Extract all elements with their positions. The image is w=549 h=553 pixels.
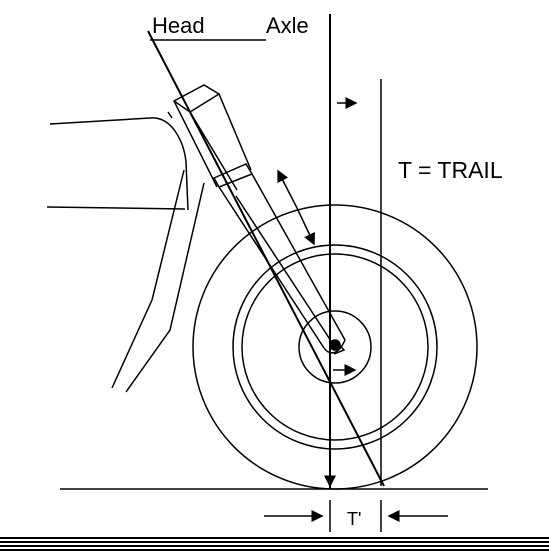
head-label: Head	[152, 13, 205, 38]
front-fork	[172, 84, 346, 354]
bottom-rule-4	[0, 549, 549, 551]
fork-travel-arrow-bottom	[296, 207, 315, 246]
fork-slider-line	[235, 195, 334, 345]
bottom-rule-1	[0, 537, 549, 539]
bottom-rule-3	[0, 545, 549, 547]
frame-lower-line	[46, 206, 186, 210]
trail-short-label: T'	[347, 509, 361, 529]
frame-head-link	[167, 111, 173, 119]
frame-down-tube-b	[125, 182, 205, 393]
hub	[298, 310, 372, 384]
frame-down-tube-a	[111, 169, 185, 389]
fork-tube-left-upper	[173, 100, 218, 188]
axle-detail	[333, 339, 346, 355]
fork-bottom-cap	[323, 339, 346, 354]
bottom-rule-2	[0, 541, 549, 543]
fork-tube-right-upper	[218, 93, 252, 171]
steering-axis-line	[147, 30, 385, 487]
frame-top-line	[49, 117, 189, 211]
axle-label: Axle	[266, 13, 309, 38]
fork-travel-arrow-top	[277, 169, 298, 209]
fork-top-cap	[172, 84, 221, 113]
rim-inner	[241, 253, 429, 441]
front-wheel	[192, 204, 478, 490]
rim-outer	[232, 244, 438, 450]
trail-equation-label: T = TRAIL	[398, 157, 503, 183]
motorcycle-frame	[46, 111, 205, 393]
